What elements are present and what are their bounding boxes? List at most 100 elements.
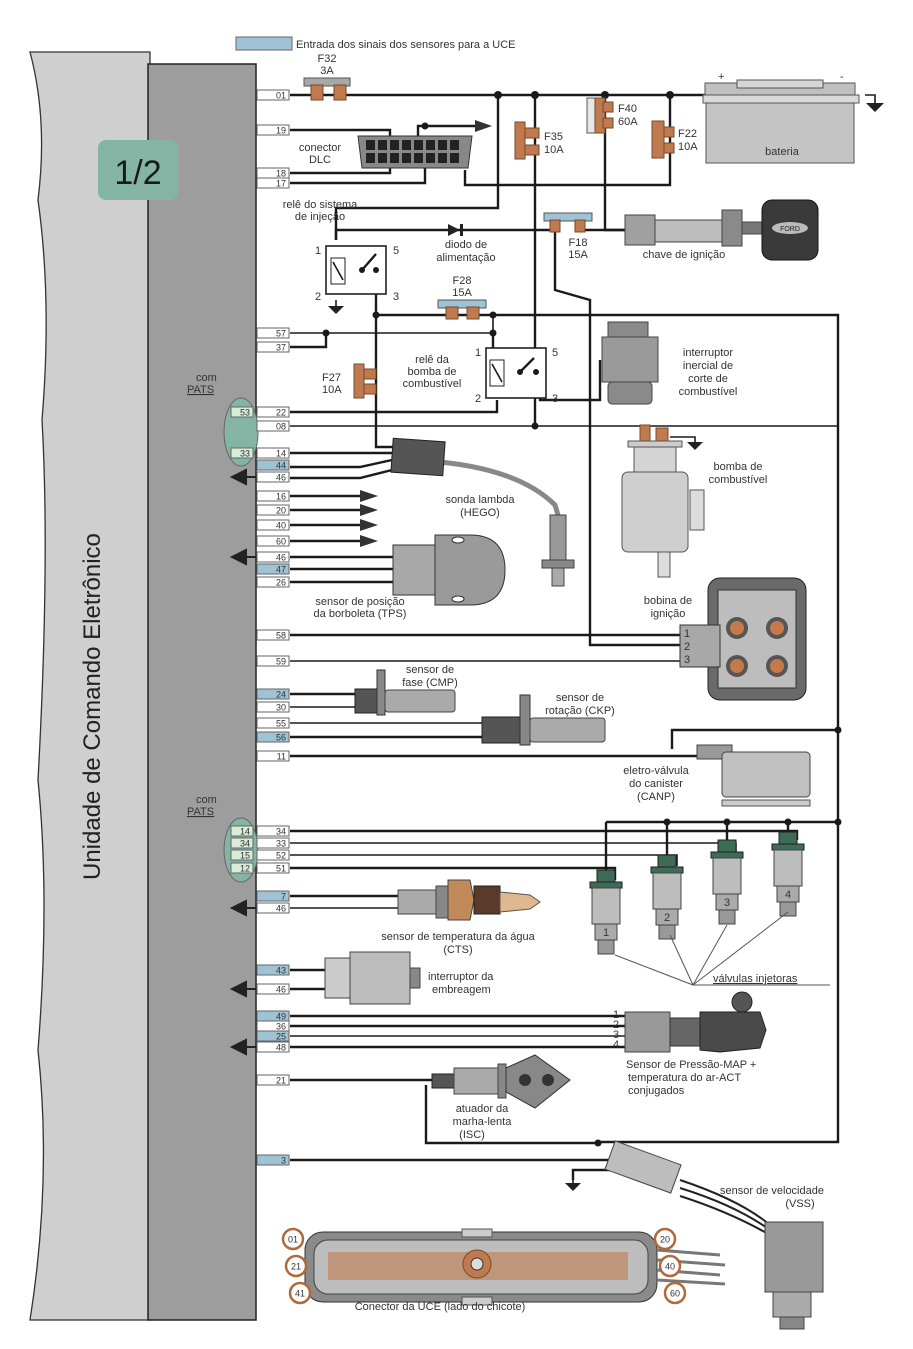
ecu-pin-number: 46 [276, 904, 286, 914]
ecu-pin-number: 30 [276, 703, 286, 713]
battery: + - bateria [702, 71, 860, 164]
ignition-coil: 1 2 3 bobina de ignição [644, 577, 807, 701]
fuel-pump-label-2: combustível [709, 474, 768, 486]
pats-pin-number: 53 [240, 408, 250, 418]
ecu-pin: 30 [256, 701, 290, 713]
ecu-pin: 58 [256, 629, 290, 641]
fuse-f32-label: F32 [318, 53, 337, 65]
connector-pin-badge: 20 [653, 1227, 677, 1251]
ecu-pin-number: 51 [276, 864, 286, 874]
ground-icon [328, 300, 344, 314]
fuse-f35: F35 10A [514, 121, 564, 160]
ecu-pin: 46 [256, 551, 290, 563]
ecu-connector-label: Conector da UCE (lado do chicote) [355, 1301, 526, 1313]
ecu-pin: 57 [256, 327, 290, 339]
dlc-arrow-icon [475, 120, 492, 132]
map-terminal: 3 [613, 1029, 619, 1041]
ecu-pin: 01 [256, 89, 290, 101]
injector: 2 [650, 854, 684, 940]
shield-arrow-icon [360, 535, 378, 547]
ecu-pin-number: 55 [276, 719, 286, 729]
ckp-label: sensor de [556, 692, 604, 704]
diode-label: diodo de [445, 239, 487, 251]
injector-number: 3 [724, 897, 730, 909]
dlc-label-2: DLC [309, 154, 331, 166]
ecu-title: Unidade de Comando Eletrônico [79, 533, 106, 880]
relay-pump-label: relê da [415, 354, 450, 366]
fuse-f22: F22 10A [651, 120, 698, 159]
tps-sensor: sensor de posição da borboleta (TPS) [314, 534, 506, 620]
shield-arrow-icon [360, 504, 378, 516]
connector-pin-badge: 60 [663, 1281, 687, 1305]
ground-arrow-icon [229, 1038, 256, 1056]
ecu-pin-number: 25 [276, 1032, 286, 1042]
ecu-pin: 59 [256, 655, 290, 667]
fuse-f32: F32 3A [303, 53, 351, 101]
ecu-pin-number: 37 [276, 343, 286, 353]
tps-label-2: da borboleta (TPS) [314, 608, 407, 620]
diode-icon [448, 224, 460, 236]
ecu-pin-number: 40 [276, 521, 286, 531]
ground-arrow-icon [229, 899, 256, 917]
clutch-label: interruptor da [428, 971, 494, 983]
fuse-f28-label: F28 [453, 275, 472, 287]
isc-label: atuador da [456, 1103, 509, 1115]
fuse-f40-label: F40 [618, 103, 637, 115]
ecu-pin-number: 16 [276, 492, 286, 502]
ecu-pin: 56 [256, 731, 290, 743]
cmp-label: sensor de [406, 664, 454, 676]
connector-pin-number: 01 [288, 1235, 298, 1245]
ecu-pin: 11 [256, 750, 290, 762]
ecu-pin-number: 01 [276, 91, 286, 101]
ground-icon [565, 1178, 581, 1191]
inertia-switch-label-4: combustível [679, 386, 738, 398]
fuse-f27: F27 10A [322, 363, 377, 399]
ecu-pin-number: 36 [276, 1022, 286, 1032]
cmp-sensor: sensor de fase (CMP) [354, 664, 458, 716]
ecu-pin: 20 [256, 504, 290, 516]
ecu-ground-arrows [229, 468, 256, 1056]
ecu-pin-number: 21 [276, 1076, 286, 1086]
canister-label: eletro-válvula [623, 765, 689, 777]
pats-label-com: com [196, 794, 217, 806]
ecu-pin-number: 49 [276, 1012, 286, 1022]
map-label-2: temperatura do ar-ACT [628, 1072, 741, 1084]
map-label: Sensor de Pressão-MAP + [626, 1059, 756, 1071]
pats-label: PATS [187, 384, 214, 396]
ecu-pin-number: 34 [276, 827, 286, 837]
connector-pin-number: 40 [665, 1262, 675, 1272]
ground-icon [670, 436, 703, 450]
shield-arrow-icon [360, 519, 378, 531]
connector-pin-number: 20 [660, 1235, 670, 1245]
ecu-pin: 47 [256, 563, 290, 575]
ecu-pin-number: 57 [276, 329, 286, 339]
fuse-f22-label: F22 [678, 128, 697, 140]
fuse-f27-label: F27 [322, 372, 341, 384]
relay-injection-label-2: de injeção [295, 211, 345, 223]
map-terminal: 2 [613, 1019, 619, 1031]
injector: 1 [589, 869, 623, 955]
connector-pin-badge: 40 [658, 1254, 682, 1278]
lambda-sensor: sonda lambda (HEGO) [390, 437, 575, 587]
ecu-pin-number: 24 [276, 690, 286, 700]
injector: 3 [710, 839, 744, 925]
fuse-f35-label: F35 [544, 131, 563, 143]
coil-label-2: ignição [651, 608, 686, 620]
ecu-pin: 7 [256, 890, 290, 902]
ecu-pin-number: 14 [276, 449, 286, 459]
fuse-f22-rating: 10A [678, 141, 698, 153]
ecu-pin: 40 [256, 519, 290, 531]
isc-label-3: (ISC) [459, 1129, 485, 1141]
map-terminal: 4 [613, 1039, 619, 1051]
connector-pin-number: 60 [670, 1289, 680, 1299]
ecu-pin-number: 3 [281, 1156, 286, 1166]
pats-pin-number: 33 [240, 449, 250, 459]
ecu-pin-number: 22 [276, 408, 286, 418]
ecu-pin: 44 [256, 459, 290, 471]
ecu-pin: 22 53 [230, 406, 290, 418]
relay-terminal: 5 [552, 347, 558, 359]
ecu-pin: 46 [256, 471, 290, 483]
